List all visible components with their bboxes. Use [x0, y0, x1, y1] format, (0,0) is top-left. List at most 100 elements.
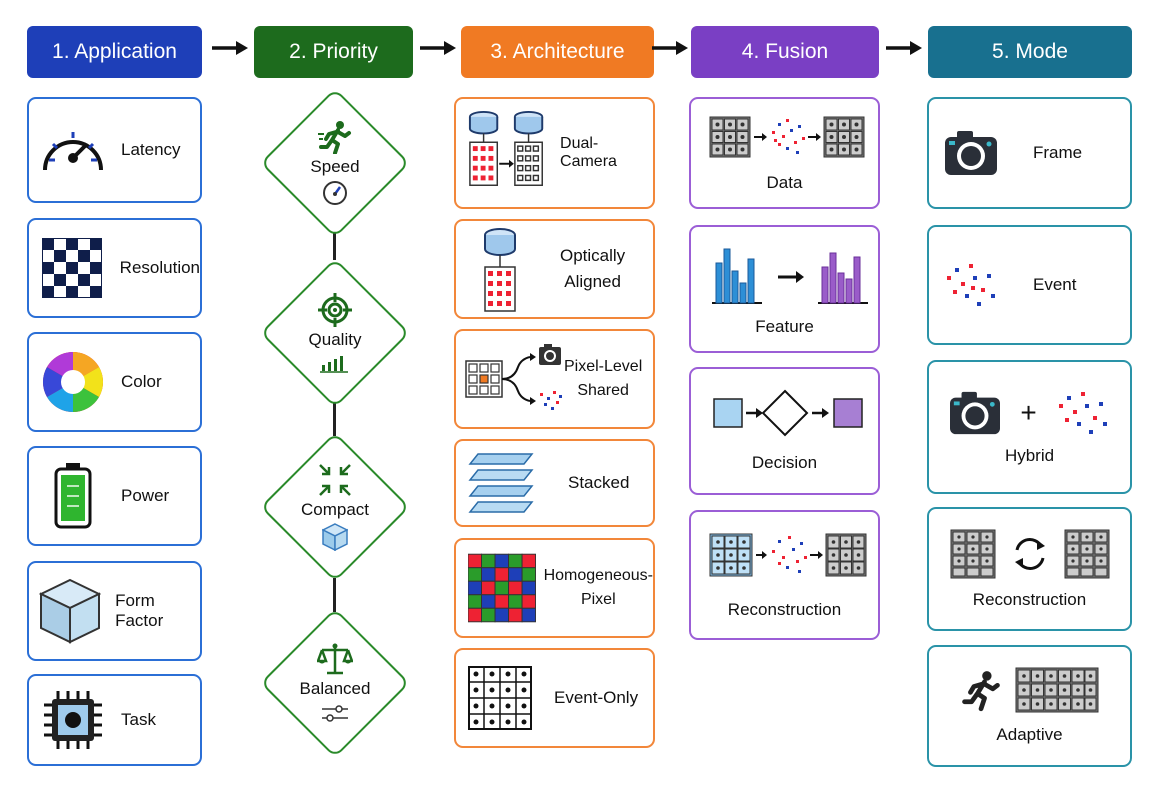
mode-label: Hybrid	[1004, 446, 1055, 465]
chip-icon	[37, 689, 109, 751]
architecture-card-pixel-level-shared: Pixel-Level Shared	[454, 329, 655, 429]
checkerboard-icon	[37, 238, 108, 298]
reconstruction-cycle-icon	[950, 529, 1109, 579]
priority-node-quality: Quality	[260, 258, 410, 408]
hybrid-icon: +	[948, 388, 1110, 438]
arrow-right-icon	[212, 41, 248, 55]
header-label: 4. Fusion	[741, 40, 829, 63]
event-grid-icon	[468, 666, 532, 730]
application-card-resolution: Resolution	[27, 218, 202, 318]
cube-icon	[322, 523, 348, 551]
mode-card-reconstruction: Reconstruction	[927, 507, 1132, 631]
dual-camera-icon	[468, 110, 544, 186]
header-fusion: 4. Fusion	[691, 26, 879, 78]
arrow-right-icon	[652, 41, 688, 55]
architecture-card-dual-camera: Dual-Camera	[454, 97, 655, 209]
event-dots-icon	[1058, 392, 1107, 434]
header-label: 2. Priority	[289, 40, 378, 63]
application-card-power: Power	[27, 446, 202, 546]
architecture-card-optically-aligned: Optically Aligned	[454, 219, 655, 319]
adaptive-icon	[961, 667, 1099, 713]
priority-connector-line	[333, 230, 336, 260]
priority-connector-line	[333, 578, 336, 612]
stacked-layers-icon	[468, 453, 534, 513]
header-application: 1. Application	[27, 26, 202, 78]
header-label: 3. Architecture	[490, 40, 625, 63]
reconstruction-fusion-icon	[709, 533, 866, 577]
speedometer-icon	[37, 122, 109, 178]
priority-label: Balanced	[299, 679, 371, 698]
plus-icon: +	[1020, 397, 1037, 428]
application-card-form-factor: Form Factor	[27, 561, 202, 661]
arrow-right-icon	[420, 41, 456, 55]
application-label: Power	[121, 486, 170, 505]
sensor-grid-icon	[1015, 667, 1098, 713]
architecture-label: Stacked	[568, 473, 630, 492]
priority-node-speed: Speed	[260, 88, 410, 238]
arrows-inward-icon	[319, 464, 351, 496]
header-mode: 5. Mode	[928, 26, 1132, 78]
architecture-label-line1: Optically	[560, 246, 626, 265]
optically-aligned-icon	[484, 228, 516, 312]
battery-icon	[37, 462, 109, 530]
runner-icon	[961, 671, 1000, 712]
architecture-label-line2: Pixel	[580, 591, 616, 608]
architecture-label-line2: Shared	[577, 382, 629, 399]
application-label: Task	[121, 710, 156, 729]
fusion-label: Data	[766, 173, 803, 192]
rgb-grid-icon	[468, 553, 536, 623]
decision-fusion-icon	[712, 389, 863, 437]
sliders-icon	[322, 705, 348, 722]
header-label: 5. Mode	[992, 40, 1068, 63]
color-wheel-icon	[37, 350, 109, 414]
architecture-card-homogeneous-pixel: Homogeneous- Pixel	[454, 538, 655, 638]
priority-label: Compact	[300, 500, 370, 519]
event-dots-icon	[947, 264, 995, 306]
mode-card-event: Event	[927, 225, 1132, 345]
architecture-label: Dual-Camera	[560, 135, 617, 170]
runner-icon	[318, 121, 351, 154]
priority-node-balanced: Balanced	[260, 608, 410, 758]
architecture-label-line2: Aligned	[564, 272, 621, 291]
application-label: Latency	[121, 140, 181, 159]
header-label: 1. Application	[52, 40, 177, 63]
fusion-label: Feature	[755, 317, 814, 336]
header-architecture: 3. Architecture	[461, 26, 654, 78]
architecture-card-stacked: Stacked	[454, 439, 655, 527]
fusion-label: Decision	[751, 453, 818, 472]
scales-icon	[317, 643, 353, 675]
mode-label: Frame	[1033, 143, 1083, 162]
application-label: Color	[121, 372, 162, 391]
application-label: Resolution	[119, 258, 200, 277]
mode-card-adaptive: Adaptive	[927, 645, 1132, 767]
application-card-latency: Latency	[27, 97, 202, 203]
target-icon	[318, 293, 352, 327]
mode-card-frame: Frame	[927, 97, 1132, 209]
application-card-task: Task	[27, 674, 202, 766]
architecture-label: Event-Only	[554, 688, 639, 707]
header-priority: 2. Priority	[254, 26, 413, 78]
priority-node-compact: Compact	[260, 432, 410, 582]
bar-chart-icon	[320, 356, 348, 373]
fusion-card-feature: Feature	[689, 225, 880, 353]
cube-icon	[37, 578, 103, 644]
fusion-card-decision: Decision	[689, 367, 880, 495]
camera-icon	[945, 131, 997, 175]
priority-label: Speed	[310, 157, 360, 176]
camera-icon	[950, 391, 1001, 435]
mode-card-hybrid: + Hybrid	[927, 360, 1132, 494]
priority-connector-line	[333, 402, 336, 436]
architecture-label-line1: Homogeneous-	[543, 567, 653, 584]
data-fusion-icon	[709, 116, 864, 158]
fusion-card-data: Data	[689, 97, 880, 209]
feature-fusion-icon	[711, 248, 868, 304]
fusion-label: Reconstruction	[727, 600, 842, 619]
fusion-card-reconstruction: Reconstruction	[689, 510, 880, 640]
application-card-color: Color	[27, 332, 202, 432]
priority-label: Quality	[308, 330, 362, 349]
mode-label: Reconstruction	[972, 590, 1087, 609]
speedometer-icon	[323, 181, 347, 205]
arrow-right-icon	[886, 41, 922, 55]
pixel-shared-icon	[465, 344, 562, 410]
architecture-card-event-only: Event-Only	[454, 648, 655, 748]
